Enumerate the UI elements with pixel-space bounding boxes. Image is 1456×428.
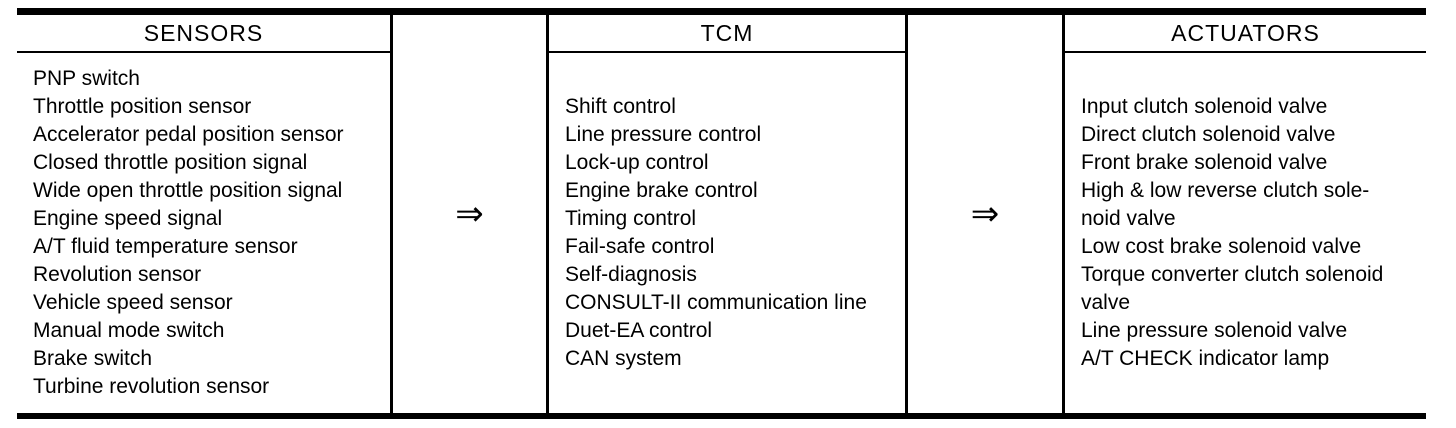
tcm-list: Shift control Line pressure control Lock… bbox=[549, 53, 905, 413]
list-item: Torque converter clutch solenoid valve bbox=[1081, 263, 1384, 314]
actuators-list: Input clutch solenoid valve Direct clutc… bbox=[1065, 53, 1426, 413]
list-item: Front brake solenoid valve bbox=[1081, 151, 1328, 174]
list-item: Self-diagnosis bbox=[565, 263, 697, 286]
list-item: Engine brake control bbox=[565, 179, 758, 202]
tcm-to-actuators-arrow-cell: ⇒ bbox=[908, 15, 1062, 413]
sensors-list: PNP switch Throttle position sensor Acce… bbox=[17, 53, 390, 413]
sensors-to-tcm-arrow-cell: ⇒ bbox=[393, 15, 546, 413]
list-item: Manual mode switch bbox=[33, 319, 225, 342]
list-item: Shift control bbox=[565, 95, 676, 118]
sensors-header: SENSORS bbox=[17, 15, 390, 53]
list-item: CONSULT-II communication line bbox=[565, 291, 867, 314]
list-item: Revolution sensor bbox=[33, 263, 202, 286]
list-item: Line pressure control bbox=[565, 123, 762, 146]
list-item: Vehicle speed sensor bbox=[33, 291, 233, 314]
list-item: High & low reverse clutch sole- noid val… bbox=[1081, 179, 1370, 230]
list-item: Brake switch bbox=[33, 347, 153, 370]
list-item: Low cost brake solenoid valve bbox=[1081, 235, 1362, 258]
actuators-column: ACTUATORS Input clutch solenoid valve Di… bbox=[1062, 15, 1426, 413]
right-double-arrow-icon: ⇒ bbox=[970, 195, 1000, 233]
list-item: A/T CHECK indicator lamp bbox=[1081, 347, 1330, 370]
list-item: Line pressure solenoid valve bbox=[1081, 319, 1348, 342]
list-item: Input clutch solenoid valve bbox=[1081, 95, 1328, 118]
at-control-flow-diagram: SENSORS PNP switch Throttle position sen… bbox=[17, 8, 1426, 419]
tcm-column: TCM Shift control Line pressure control … bbox=[546, 15, 908, 413]
list-item: PNP switch bbox=[33, 67, 140, 90]
list-item: A/T fluid temperature sensor bbox=[33, 235, 298, 258]
list-item: Wide open throttle position signal bbox=[33, 179, 343, 202]
actuators-header: ACTUATORS bbox=[1065, 15, 1426, 53]
list-item: Engine speed signal bbox=[33, 207, 223, 230]
sensors-column: SENSORS PNP switch Throttle position sen… bbox=[17, 15, 393, 413]
list-item: Fail-safe control bbox=[565, 235, 715, 258]
list-item: Closed throttle position signal bbox=[33, 151, 308, 174]
list-item: Direct clutch solenoid valve bbox=[1081, 123, 1336, 146]
list-item: Accelerator pedal position sensor bbox=[33, 123, 344, 146]
list-item: Throttle position sensor bbox=[33, 95, 252, 118]
right-double-arrow-icon: ⇒ bbox=[455, 195, 484, 233]
tcm-header: TCM bbox=[549, 15, 905, 53]
list-item: CAN system bbox=[565, 347, 682, 370]
list-item: Lock-up control bbox=[565, 151, 709, 174]
list-item: Timing control bbox=[565, 207, 697, 230]
list-item: Duet-EA control bbox=[565, 319, 713, 342]
list-item: Turbine revolution sensor bbox=[33, 375, 270, 398]
